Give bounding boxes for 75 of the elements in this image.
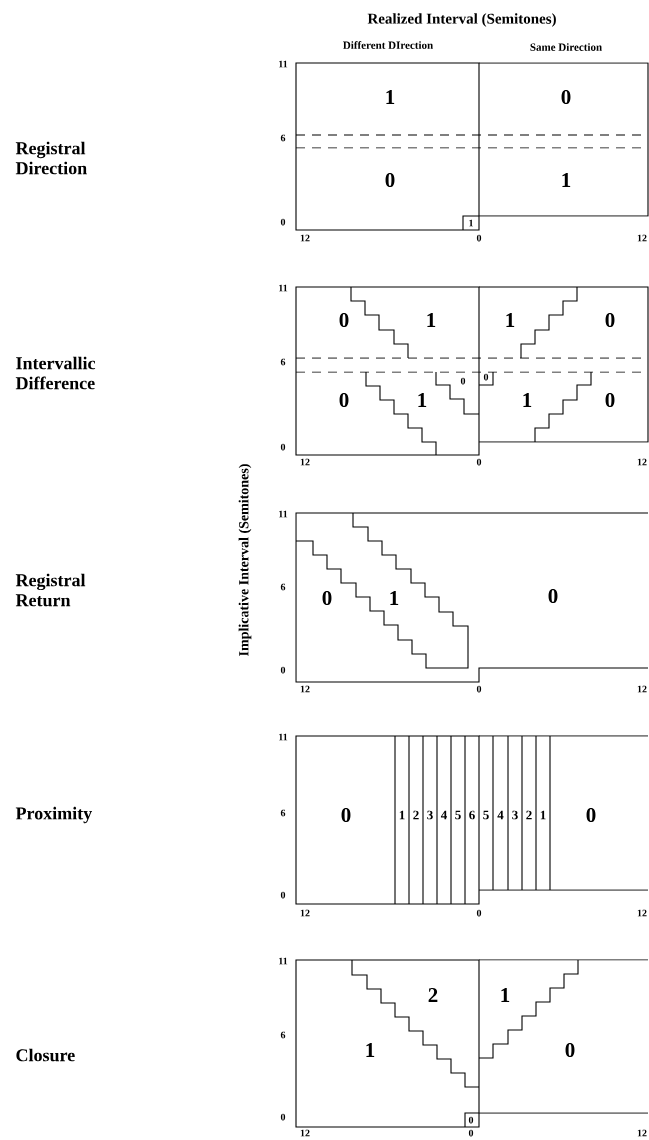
region-value: 1 — [540, 810, 546, 820]
row-title: Registral Return — [15, 573, 86, 607]
region-value: 0 — [460, 377, 466, 385]
tick-label: 6 — [280, 809, 286, 817]
region-value: 0 — [586, 807, 596, 823]
region-value: 1 — [506, 313, 515, 327]
tick-label: 0 — [280, 666, 286, 674]
tick-label: 11 — [279, 60, 288, 68]
tick-label: 0 — [468, 1129, 474, 1137]
region-value: 0 — [565, 1042, 575, 1058]
row-title: Intervallic Difference — [15, 356, 96, 390]
tick-label: 11 — [279, 733, 288, 741]
axis-label: Implicative Interval (Semitones) — [238, 464, 252, 656]
tick-label: 12 — [637, 909, 647, 917]
tick-label: 12 — [300, 1129, 310, 1137]
region-value: 0 — [322, 590, 332, 606]
tick-label: 12 — [300, 909, 310, 917]
tick-label: 12 — [637, 1129, 647, 1137]
region-value: 0 — [385, 172, 395, 188]
tick-label: 11 — [279, 510, 288, 518]
region-value: 0 — [341, 807, 351, 823]
region-value: 2 — [428, 988, 438, 1002]
tick-label: 12 — [637, 458, 647, 466]
tick-label: 12 — [300, 685, 310, 693]
region-value: 1 — [399, 810, 405, 820]
tick-label: 12 — [637, 234, 647, 242]
tick-label: 0 — [476, 909, 482, 917]
tick-label: 0 — [280, 1113, 286, 1121]
tick-label: 0 — [476, 685, 482, 693]
tick-label: 11 — [279, 284, 288, 292]
tick-label: 0 — [280, 443, 286, 451]
tick-label: 6 — [280, 358, 286, 366]
row-title: Proximity — [15, 806, 92, 824]
region-value: 0 — [548, 588, 558, 604]
region-value: 5 — [483, 810, 489, 820]
region-value: 0 — [605, 312, 615, 328]
tick-label: 0 — [476, 458, 482, 466]
tick-label: 6 — [280, 1031, 286, 1039]
region-value: 5 — [455, 810, 461, 820]
tick-label: 11 — [279, 957, 288, 965]
tick-label: 12 — [637, 685, 647, 693]
region-value: 1 — [418, 393, 427, 407]
tick-label: 0 — [280, 218, 286, 226]
tick-label: 6 — [280, 134, 286, 142]
column-heading: Same Direction — [530, 43, 602, 51]
region-value: 1 — [390, 591, 399, 605]
tick-label: 6 — [280, 583, 286, 591]
region-value: 6 — [469, 810, 475, 820]
tick-label: 12 — [300, 458, 310, 466]
region-value: 2 — [413, 810, 419, 820]
region-value: 1 — [427, 313, 436, 327]
region-value: 3 — [512, 810, 518, 820]
row-title: Registral Direction — [15, 141, 87, 175]
region-value: 1 — [469, 219, 473, 227]
row-title: Closure — [16, 1048, 75, 1062]
tick-label: 12 — [300, 234, 310, 242]
region-value: 0 — [468, 1116, 474, 1124]
region-value: 0 — [339, 312, 349, 328]
region-value: 0 — [561, 89, 571, 105]
region-value: 1 — [386, 90, 395, 104]
region-value: 1 — [523, 393, 532, 407]
tick-label: 0 — [476, 234, 482, 242]
region-value: 3 — [427, 810, 433, 820]
region-value: 0 — [605, 392, 615, 408]
region-value: 0 — [339, 392, 349, 408]
region-value: 1 — [501, 988, 510, 1002]
region-value: 4 — [497, 810, 504, 820]
chart-title: Realized Interval (Semitones) — [367, 13, 556, 27]
column-heading: Different DIrection — [343, 41, 433, 49]
tick-label: 0 — [280, 891, 286, 899]
region-value: 4 — [440, 810, 447, 820]
region-value: 2 — [526, 810, 532, 820]
region-value: 1 — [562, 173, 571, 187]
region-value: 1 — [366, 1043, 375, 1057]
region-value: 0 — [483, 373, 489, 381]
